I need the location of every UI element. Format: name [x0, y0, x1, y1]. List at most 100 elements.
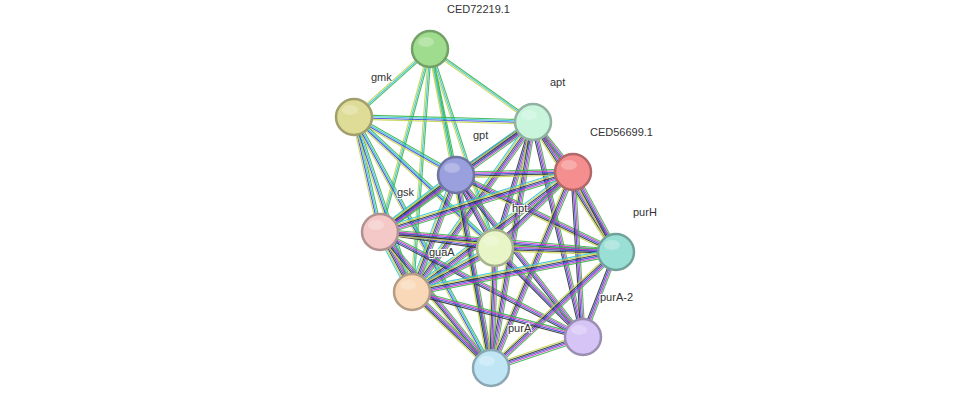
interaction-edge: [474, 170, 555, 178]
node-fill: [473, 350, 509, 386]
evidence-line: [366, 60, 415, 104]
evidence-line: [430, 255, 599, 288]
evidence-line: [427, 302, 480, 353]
interaction-edge: [434, 66, 490, 232]
protein-node: purA: [472, 349, 510, 387]
node-circle: [597, 233, 635, 271]
evidence-line: [579, 189, 605, 237]
node-fill: [555, 154, 591, 190]
evidence-line: [583, 187, 609, 235]
evidence-line: [427, 255, 478, 282]
node-circle: [361, 213, 399, 251]
node-fill: [438, 157, 474, 193]
evidence-line: [371, 124, 442, 164]
node-highlight: [521, 110, 537, 120]
protein-label: purA-2: [600, 290, 633, 304]
evidence-line: [503, 263, 602, 355]
protein-label: guaA: [429, 245, 455, 259]
node-circle: [476, 229, 514, 267]
protein-node: gmk: [335, 98, 373, 136]
protein-label: gpt: [473, 128, 488, 142]
evidence-line: [423, 306, 476, 357]
node-highlight: [561, 160, 577, 170]
evidence-line: [372, 120, 515, 124]
node-circle: [514, 103, 552, 141]
evidence-line: [584, 187, 610, 235]
evidence-line: [424, 305, 477, 356]
protein-label: apt: [550, 75, 565, 89]
evidence-line: [425, 304, 478, 355]
protein-label: hpt: [512, 201, 527, 215]
interaction-edge: [423, 302, 480, 357]
evidence-line: [572, 190, 580, 319]
protein-label: gsk: [397, 185, 414, 199]
interaction-edge: [366, 60, 417, 106]
evidence-line: [444, 61, 518, 113]
node-highlight: [604, 240, 620, 250]
evidence-line: [445, 59, 519, 111]
node-fill: [565, 319, 601, 355]
evidence-line: [370, 125, 441, 165]
evidence-line: [358, 135, 405, 276]
evidence-line: [398, 179, 557, 228]
protein-node: CED56699.1: [554, 153, 592, 191]
protein-node: purA-2: [564, 318, 602, 356]
evidence-line: [429, 253, 598, 286]
node-circle: [437, 156, 475, 194]
node-circle: [564, 318, 602, 356]
evidence-line: [367, 61, 416, 105]
node-circle: [393, 273, 431, 311]
evidence-line: [509, 344, 567, 364]
node-fill: [598, 234, 634, 270]
evidence-line: [368, 62, 417, 106]
evidence-line: [459, 193, 488, 351]
protein-node: purH: [597, 233, 635, 271]
protein-label: CED56699.1: [590, 125, 653, 139]
evidence-line: [513, 251, 598, 254]
node-circle: [335, 98, 373, 136]
evidence-line: [474, 175, 555, 177]
node-fill: [394, 274, 430, 310]
protein-label: purH: [633, 205, 657, 219]
evidence-line: [582, 188, 608, 236]
protein-node: guaA: [393, 273, 431, 311]
interaction-edge: [507, 340, 567, 365]
evidence-line: [507, 340, 565, 360]
interaction-edge: [383, 66, 426, 215]
evidence-line: [508, 343, 566, 363]
interaction-edge: [513, 246, 598, 254]
evidence-line: [508, 260, 571, 323]
evidence-line: [361, 134, 481, 353]
evidence-line: [430, 258, 599, 291]
protein-node: gsk: [361, 213, 399, 251]
protein-node: CED72219.1: [411, 30, 449, 68]
evidence-line: [462, 192, 491, 350]
evidence-line: [509, 345, 567, 365]
node-fill: [477, 230, 513, 266]
interaction-edge: [396, 174, 557, 230]
node-highlight: [400, 280, 416, 290]
node-circle: [411, 30, 449, 68]
evidence-line: [506, 262, 569, 325]
node-highlight: [342, 105, 358, 115]
protein-node: apt: [514, 103, 552, 141]
evidence-line: [426, 303, 479, 354]
node-highlight: [368, 220, 384, 230]
protein-node: hpt: [476, 229, 514, 267]
node-highlight: [479, 356, 495, 366]
evidence-line: [445, 58, 519, 110]
protein-label: CED72219.1: [447, 2, 510, 16]
node-highlight: [418, 37, 434, 47]
evidence-line: [461, 192, 490, 350]
evidence-line: [508, 341, 566, 361]
evidence-line: [430, 256, 599, 289]
node-fill: [336, 99, 372, 135]
interaction-edge: [444, 58, 519, 112]
node-highlight: [444, 163, 460, 173]
evidence-line: [573, 190, 581, 319]
node-fill: [515, 104, 551, 140]
evidence-line: [504, 264, 603, 356]
evidence-line: [505, 265, 604, 357]
node-fill: [412, 31, 448, 67]
